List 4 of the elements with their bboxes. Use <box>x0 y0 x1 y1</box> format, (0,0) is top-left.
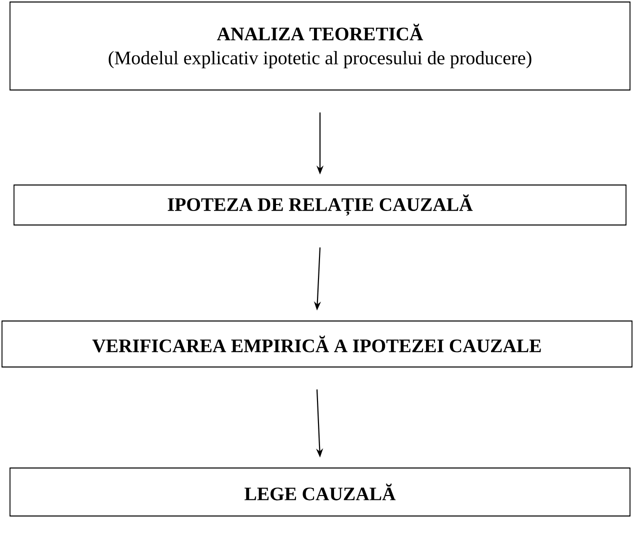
process-box: IPOTEZA DE RELAȚIE CAUZALĂ <box>14 184 626 226</box>
process-box: LEGE CAUZALĂ <box>10 468 630 516</box>
process-box: ANALIZA TEORETICĂ (Modelul explicativ ipotetic al procesului de producere) <box>10 2 630 90</box>
process-box: VERIFICAREA EMPIRICĂ A IPOTEZEI CAUZALE <box>2 320 632 368</box>
